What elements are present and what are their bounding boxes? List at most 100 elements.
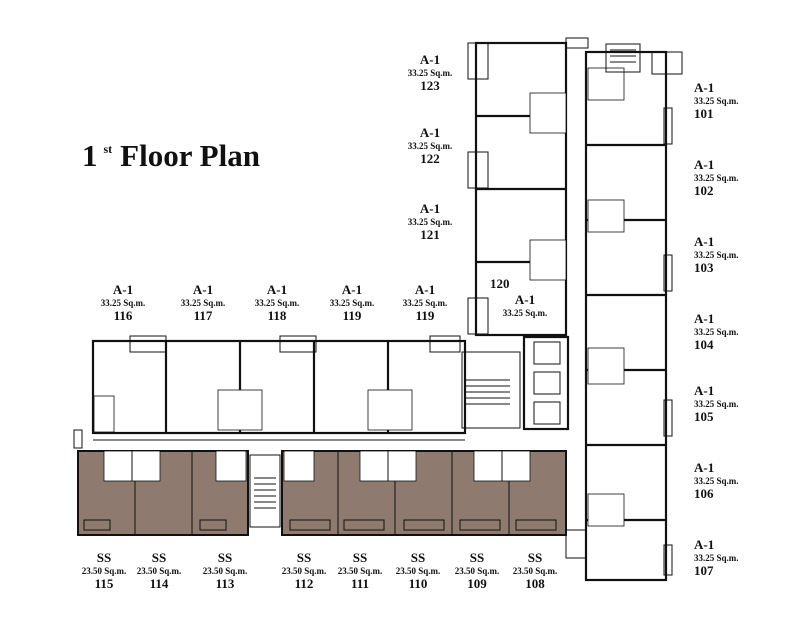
- unit-type: A-1: [341, 282, 363, 297]
- unit-area: 33.25 Sq.m.: [180, 298, 226, 308]
- unit-area: 33.25 Sq.m.: [694, 327, 739, 337]
- unit-number: 118: [267, 308, 287, 323]
- unit-108-label: SS 23.50 Sq.m. 108: [507, 550, 563, 592]
- unit-area: 23.50 Sq.m.: [337, 566, 383, 576]
- unit-type: A-1: [266, 282, 288, 297]
- unit-119-label: A-1 33.25 Sq.m. 119: [319, 282, 385, 324]
- unit-number: 103: [694, 260, 714, 275]
- unit-109-label: SS 23.50 Sq.m. 109: [449, 550, 505, 592]
- unit-area: 23.50 Sq.m.: [136, 566, 182, 576]
- unit-117-label: A-1 33.25 Sq.m. 117: [170, 282, 236, 324]
- unit-110-label: SS 23.50 Sq.m. 110: [390, 550, 446, 592]
- unit-106-label: A-1 33.25 Sq.m. 106: [694, 460, 739, 502]
- title-superscript: st: [103, 142, 113, 156]
- unit-area: 23.50 Sq.m.: [454, 566, 500, 576]
- unit-area: 33.25 Sq.m.: [694, 173, 739, 183]
- unit-number: 109: [467, 576, 487, 591]
- unit-118-label: A-1 33.25 Sq.m. 118: [244, 282, 310, 324]
- unit-type: A-1: [514, 292, 536, 307]
- unit-number: 119: [342, 308, 362, 323]
- unit-area: 33.25 Sq.m.: [407, 68, 453, 78]
- unit-number: 119: [415, 308, 435, 323]
- unit-number: 122: [420, 151, 440, 166]
- unit-number: 115: [94, 576, 114, 591]
- unit-number: 110: [408, 576, 428, 591]
- unit-number: 107: [694, 563, 714, 578]
- unit-type: SS: [527, 550, 543, 565]
- unit-type: SS: [352, 550, 368, 565]
- unit-112-label: SS 23.50 Sq.m. 112: [276, 550, 332, 592]
- unit-number: 120: [490, 276, 510, 291]
- unit-area: 23.50 Sq.m.: [281, 566, 327, 576]
- unit-type: SS: [296, 550, 312, 565]
- north-column-units: [467, 37, 589, 337]
- unit-type: SS: [151, 550, 167, 565]
- unit-area: 33.25 Sq.m.: [694, 476, 739, 486]
- unit-area: 33.25 Sq.m.: [694, 553, 739, 563]
- unit-number: 121: [420, 227, 440, 242]
- unit-121-label: A-1 33.25 Sq.m. 121: [400, 201, 460, 243]
- unit-area: 33.25 Sq.m.: [254, 298, 300, 308]
- unit-122-label: A-1 33.25 Sq.m. 122: [400, 125, 460, 167]
- unit-area: 33.25 Sq.m.: [407, 141, 453, 151]
- unit-number: 108: [525, 576, 545, 591]
- unit-113-label: SS 23.50 Sq.m. 113: [197, 550, 253, 592]
- unit-number: 104: [694, 337, 714, 352]
- unit-116-label: A-1 33.25 Sq.m. 116: [90, 282, 156, 324]
- unit-114-label: SS 23.50 Sq.m. 114: [131, 550, 187, 592]
- ss-units-block: [77, 450, 567, 536]
- unit-type: A-1: [694, 537, 715, 552]
- unit-area: 23.50 Sq.m.: [395, 566, 441, 576]
- unit-number: 113: [215, 576, 235, 591]
- unit-area: 33.25 Sq.m.: [694, 250, 739, 260]
- unit-area: 33.25 Sq.m.: [402, 298, 448, 308]
- unit-type: SS: [96, 550, 112, 565]
- unit-area: 23.50 Sq.m.: [512, 566, 558, 576]
- unit-type: A-1: [694, 311, 715, 326]
- unit-107-label: A-1 33.25 Sq.m. 107: [694, 537, 739, 579]
- unit-111-label: SS 23.50 Sq.m. 111: [332, 550, 388, 592]
- unit-type: A-1: [694, 80, 715, 95]
- east-column-units: [565, 43, 683, 582]
- unit-105-label: A-1 33.25 Sq.m. 105: [694, 383, 739, 425]
- unit-number: 105: [694, 409, 714, 424]
- unit-area: 33.25 Sq.m.: [502, 308, 548, 318]
- unit-number: 114: [149, 576, 169, 591]
- unit-area: 23.50 Sq.m.: [202, 566, 248, 576]
- unit-type: A-1: [694, 460, 715, 475]
- unit-number: 101: [694, 106, 714, 121]
- unit-type: A-1: [419, 52, 441, 67]
- unit-type: A-1: [419, 201, 441, 216]
- unit-type: A-1: [112, 282, 134, 297]
- unit-number: 111: [350, 576, 370, 591]
- unit-type: SS: [217, 550, 233, 565]
- unit-103-label: A-1 33.25 Sq.m. 103: [694, 234, 739, 276]
- unit-area: 33.25 Sq.m.: [694, 96, 739, 106]
- unit-number: 112: [294, 576, 314, 591]
- unit-type: A-1: [694, 234, 715, 249]
- unit-area: 33.25 Sq.m.: [100, 298, 146, 308]
- unit-area: 23.50 Sq.m.: [81, 566, 127, 576]
- unit-115-label: SS 23.50 Sq.m. 115: [76, 550, 132, 592]
- unit-number: 102: [694, 183, 714, 198]
- west-wing-units: [73, 335, 467, 449]
- unit-type: SS: [410, 550, 426, 565]
- unit-104-label: A-1 33.25 Sq.m. 104: [694, 311, 739, 353]
- unit-number: 117: [193, 308, 213, 323]
- unit-101-label: A-1 33.25 Sq.m. 101: [694, 80, 739, 122]
- unit-type: A-1: [414, 282, 436, 297]
- stair-south: [249, 454, 281, 528]
- unit-type: SS: [469, 550, 485, 565]
- unit-number: 116: [113, 308, 133, 323]
- central-core: [461, 335, 570, 431]
- unit-119b-label: A-1 33.25 Sq.m. 119: [392, 282, 458, 324]
- unit-area: 33.25 Sq.m.: [329, 298, 375, 308]
- unit-type: A-1: [192, 282, 214, 297]
- unit-area: 33.25 Sq.m.: [694, 399, 739, 409]
- unit-102-label: A-1 33.25 Sq.m. 102: [694, 157, 739, 199]
- unit-120-label: 120 A-1 33.25 Sq.m.: [490, 276, 560, 318]
- unit-type: A-1: [419, 125, 441, 140]
- unit-number: 106: [694, 486, 714, 501]
